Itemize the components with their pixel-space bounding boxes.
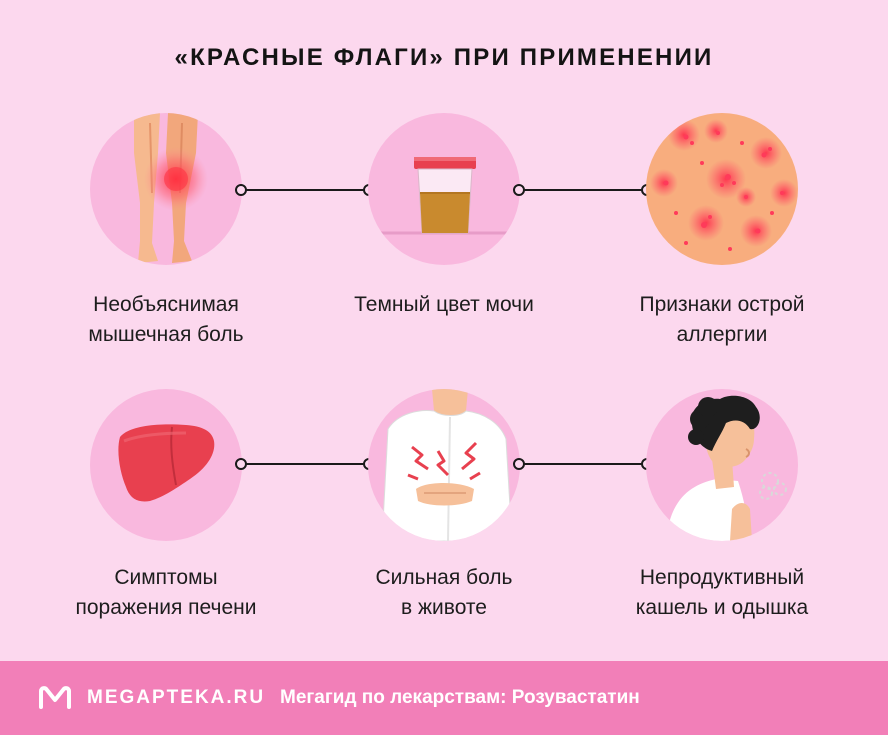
connector-line bbox=[234, 183, 376, 197]
connector-line bbox=[234, 457, 376, 471]
urine-cup-icon bbox=[368, 113, 520, 265]
connector-line bbox=[512, 457, 654, 471]
footer-tagline: Мегагид по лекарствам: Розувастатин bbox=[280, 687, 640, 708]
megapteka-logo-icon[interactable] bbox=[38, 685, 72, 711]
brand-link[interactable]: MEGAPTEKA.RU bbox=[87, 687, 266, 708]
connector-line bbox=[512, 183, 654, 197]
footer-bar: MEGAPTEKA.RU Мегагид по лекарствам: Розу… bbox=[0, 661, 888, 735]
skin-rash-icon bbox=[646, 113, 798, 265]
liver-icon bbox=[90, 389, 242, 541]
item-label: Темный цвет мочи bbox=[354, 293, 534, 316]
leg-pain-icon bbox=[90, 113, 242, 265]
page-title: «КРАСНЫЕ ФЛАГИ» ПРИ ПРИМЕНЕНИИ bbox=[174, 44, 714, 71]
stomach-pain-icon bbox=[368, 389, 520, 541]
cough-icon bbox=[646, 389, 798, 541]
